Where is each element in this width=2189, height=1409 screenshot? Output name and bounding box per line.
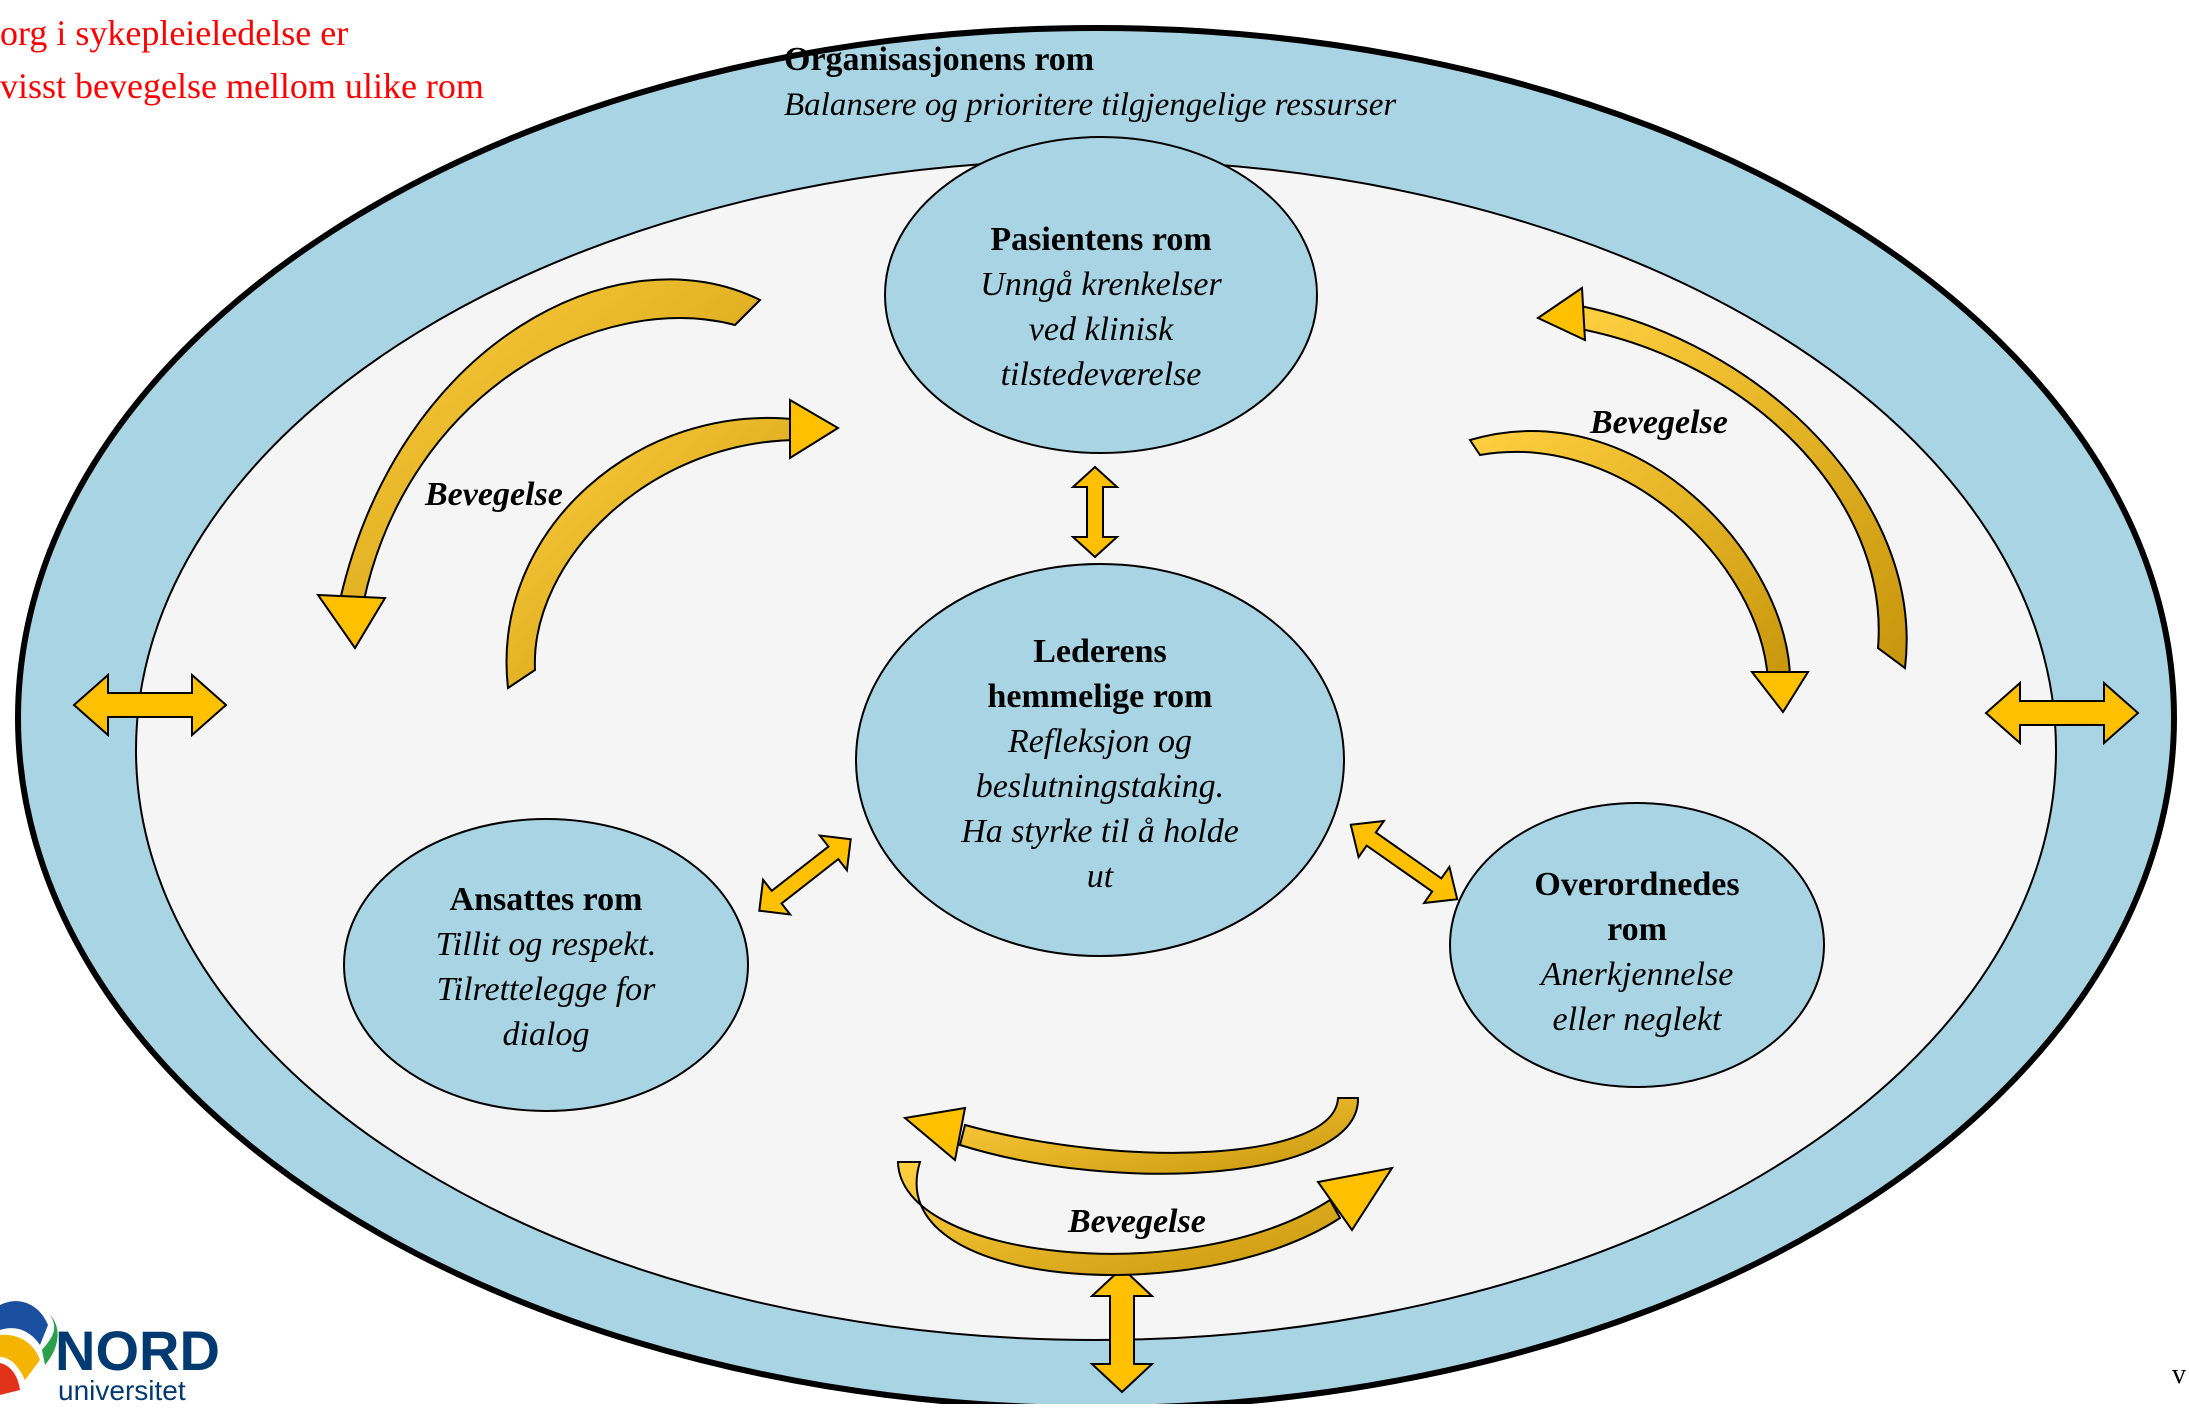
superior-room-title-line2: rom: [1607, 911, 1667, 948]
movement-label-left: Bevegelse: [424, 476, 563, 513]
red-note-line2: visst bevegelse mellom ulike rom: [0, 66, 484, 106]
movement-label-bottom: Bevegelse: [1067, 1203, 1206, 1240]
leader-room-line3: Ha styrke til å holde: [960, 813, 1239, 850]
superior-room-line2: eller neglekt: [1553, 1001, 1724, 1038]
curved-arrow-left-outer: [316, 278, 762, 650]
arrow-left-edge: [72, 672, 228, 738]
superior-room: [1449, 802, 1825, 1088]
organisation-room-title: Organisasjonens rom: [784, 41, 1094, 78]
patient-room: [884, 136, 1318, 454]
staff-room-line2: Tilrettelegge for: [437, 971, 657, 1008]
superior-room-title-line1: Overordnedes: [1534, 866, 1739, 903]
red-note-line1: org i sykepleieledelse er: [0, 13, 348, 53]
leader-room-title-line1: Lederens: [1033, 633, 1166, 670]
patient-room-title: Pasientens rom: [990, 221, 1211, 258]
leader-room-line1: Refleksjon og: [1007, 723, 1192, 760]
superior-room-line1: Anerkjennelse: [1539, 956, 1734, 993]
arrow-patient-leader: [1070, 465, 1120, 559]
arrow-leader-superior: [1349, 819, 1459, 905]
staff-room: [343, 818, 749, 1112]
patient-room-line1: Unngå krenkelser: [980, 266, 1222, 303]
arrow-staff-leader: [758, 834, 852, 916]
curved-arrow-bottom-upper: [902, 1097, 1360, 1175]
leader-room-line4: ut: [1087, 858, 1115, 895]
patient-room-line2: ved klinisk: [1029, 311, 1174, 348]
logo-name: NORD: [55, 1319, 220, 1382]
staff-room-line3: dialog: [503, 1016, 590, 1053]
leader-room-line2: beslutningstaking.: [976, 768, 1224, 805]
leader-room: [855, 563, 1345, 957]
curved-arrow-right-inner: [1468, 430, 1810, 714]
organisation-room-subtitle: Balansere og prioritere tilgjengelige re…: [784, 87, 1396, 123]
movement-label-right: Bevegelse: [1589, 404, 1728, 441]
staff-room-title: Ansattes rom: [450, 881, 643, 918]
leader-room-title-line2: hemmelige rom: [987, 678, 1212, 715]
curved-arrow-right-outer: [1535, 286, 1908, 670]
arrow-bottom-edge: [1089, 1266, 1155, 1394]
arrow-right-edge: [1984, 680, 2140, 746]
patient-room-line3: tilstedeværelse: [1001, 356, 1202, 393]
logo-mark-icon: [0, 1301, 58, 1395]
nord-universitet-logo: NORD universitet: [0, 1285, 230, 1406]
corner-text: v: [2172, 1359, 2186, 1390]
staff-room-line1: Tillit og respekt.: [436, 926, 657, 963]
curved-arrow-bottom-lower: [896, 1161, 1395, 1276]
logo-sub: universitet: [58, 1375, 186, 1404]
curved-arrow-left-inner: [505, 398, 840, 690]
